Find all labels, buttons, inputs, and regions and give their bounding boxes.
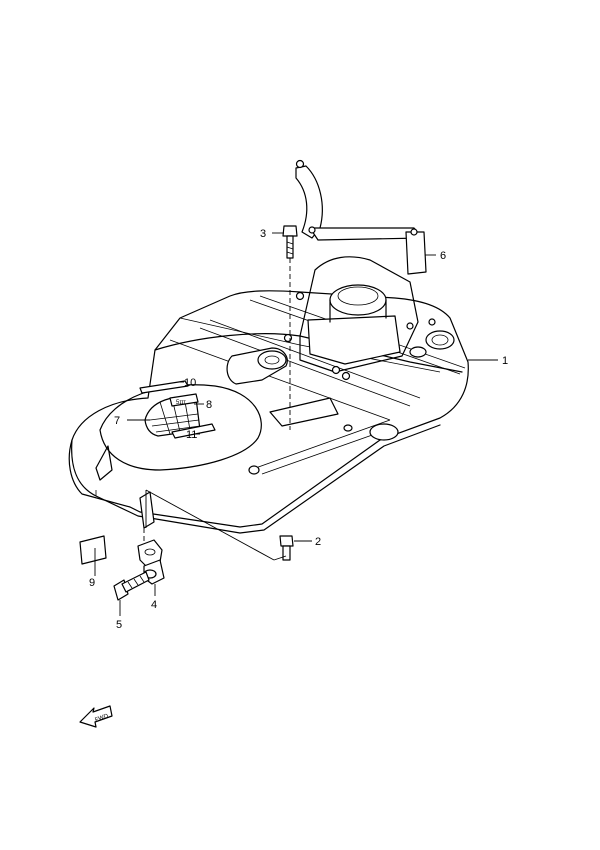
bolt-2 (279, 535, 294, 561)
decal-stripe-top (139, 380, 189, 394)
bolt-3 (282, 225, 298, 259)
callout-10: 10 (184, 377, 196, 389)
callout-3: 3 (260, 228, 266, 240)
callout-5: 5 (116, 619, 122, 631)
forward-direction-arrow: FWD (79, 705, 113, 728)
callout-9: 9 (89, 577, 95, 589)
callout-4: 4 (151, 599, 157, 611)
decal-brand-badge (169, 393, 199, 407)
callout-labels: 1 2 3 4 5 6 7 8 9 10 11 (89, 228, 508, 631)
decal-group: 5ɪɪɪ (139, 380, 216, 439)
callout-6: 6 (440, 250, 446, 262)
assembly-guide-lines (143, 258, 291, 561)
callout-leaders (94, 232, 498, 616)
callout-8: 8 (206, 399, 212, 411)
engine-cover-body (68, 256, 469, 534)
callout-7: 7 (114, 415, 120, 427)
callout-1: 1 (502, 355, 508, 367)
fwd-label: FWD (94, 713, 110, 724)
fwd-arrow-icon (79, 705, 113, 728)
bolt-5 (113, 571, 150, 601)
decal-stripe-bottom (171, 423, 216, 439)
decal-badge-text: 5ɪɪɪ (176, 400, 186, 406)
callout-2: 2 (315, 536, 321, 548)
callout-11: 11 (186, 429, 197, 441)
top-bracket-part (295, 159, 427, 275)
rubber-pad-9 (79, 535, 107, 565)
